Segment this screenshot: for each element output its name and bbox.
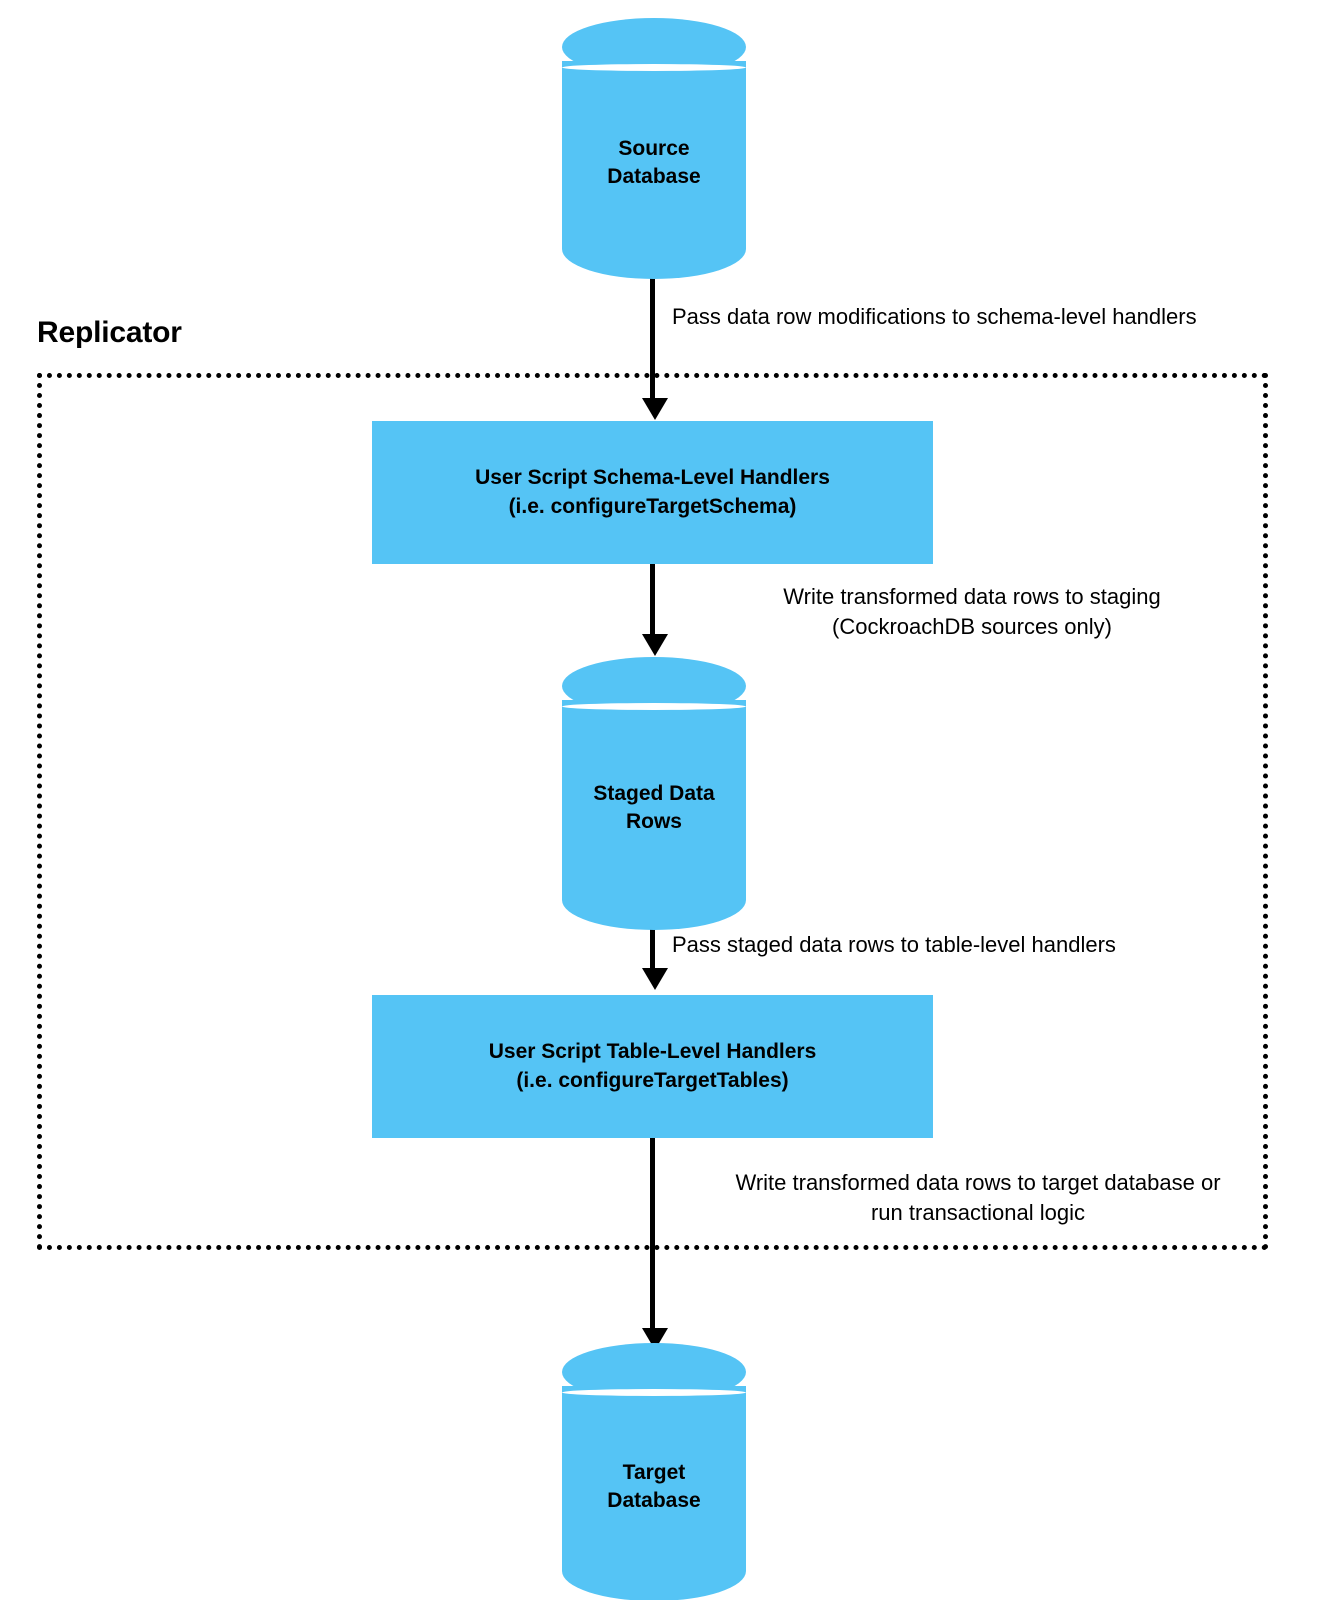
node-staged-data-rows: Staged Data Rows [562, 657, 746, 930]
node-table-level-handlers-label: User Script Table-Level Handlers (i.e. c… [488, 1039, 817, 1092]
node-target-database: Target Database [562, 1343, 746, 1600]
node-table-level-handlers: User Script Table-Level Handlers (i.e. c… [372, 995, 933, 1138]
arrow-head [642, 968, 668, 990]
cylinder-rim-gap [562, 1389, 746, 1396]
node-staged-data-rows-label: Staged Data Rows [593, 782, 715, 833]
cylinder-body: Source Database [562, 61, 746, 279]
arrow-label-staged-to-table: Pass staged data rows to table-level han… [672, 932, 1116, 957]
cylinder-rim-gap [562, 64, 746, 71]
arrow-shaft [650, 900, 655, 978]
node-schema-level-handlers: User Script Schema-Level Handlers (i.e. … [372, 421, 933, 564]
cylinder-body: Staged Data Rows [562, 700, 746, 930]
arrow-label-source-to-schema: Pass data row modifications to schema-le… [672, 304, 1197, 329]
arrow-label-schema-to-staged: Write transformed data rows to staging (… [783, 584, 1161, 640]
arrow-shaft [650, 264, 655, 408]
arrow-head [642, 398, 668, 420]
arrow-label-table-to-target: Write transformed data rows to target da… [735, 1170, 1221, 1226]
arrow-shaft [650, 1138, 655, 1338]
arrow-shaft [650, 564, 655, 644]
arrow-head [642, 634, 668, 656]
cylinder-body: Target Database [562, 1386, 746, 1600]
node-target-database-label: Target Database [607, 1460, 701, 1512]
node-source-database-label: Source Database [607, 137, 701, 188]
node-schema-level-handlers-label: User Script Schema-Level Handlers (i.e. … [475, 465, 830, 518]
cylinder-rim-gap [562, 703, 746, 710]
node-source-database: Source Database [562, 18, 746, 279]
replicator-group-label: Replicator [37, 316, 182, 349]
